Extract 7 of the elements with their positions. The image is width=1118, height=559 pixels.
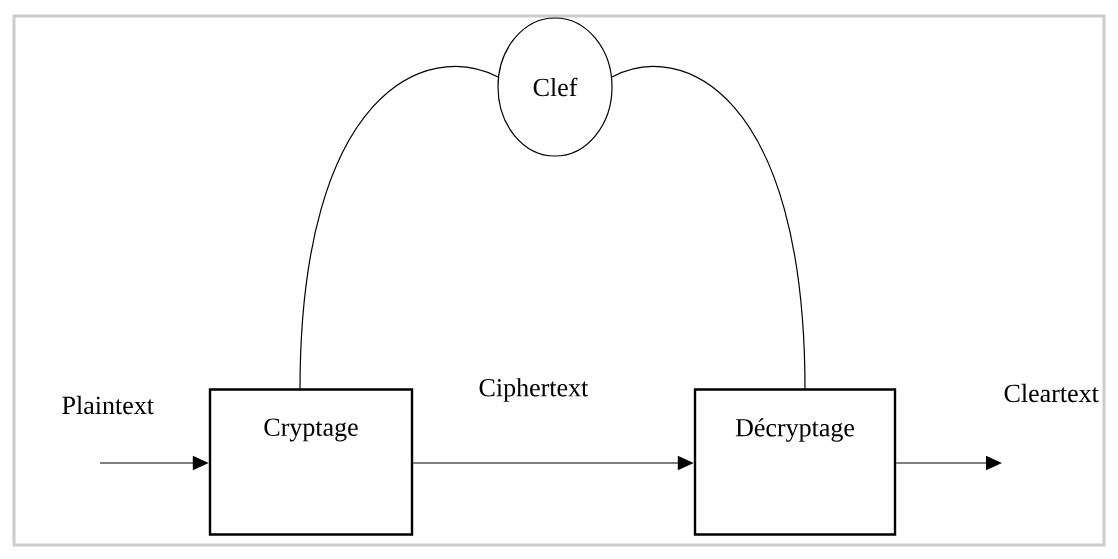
curved-line (611, 65, 806, 391)
edge-label: Ciphertext (479, 378, 589, 402)
edge-label: Plaintext (62, 395, 154, 415)
edge-label: Cleartext (1004, 383, 1099, 403)
process-box: Cryptage (208, 388, 414, 536)
process-box: Décryptage (693, 388, 897, 536)
curved-line (299, 65, 499, 391)
